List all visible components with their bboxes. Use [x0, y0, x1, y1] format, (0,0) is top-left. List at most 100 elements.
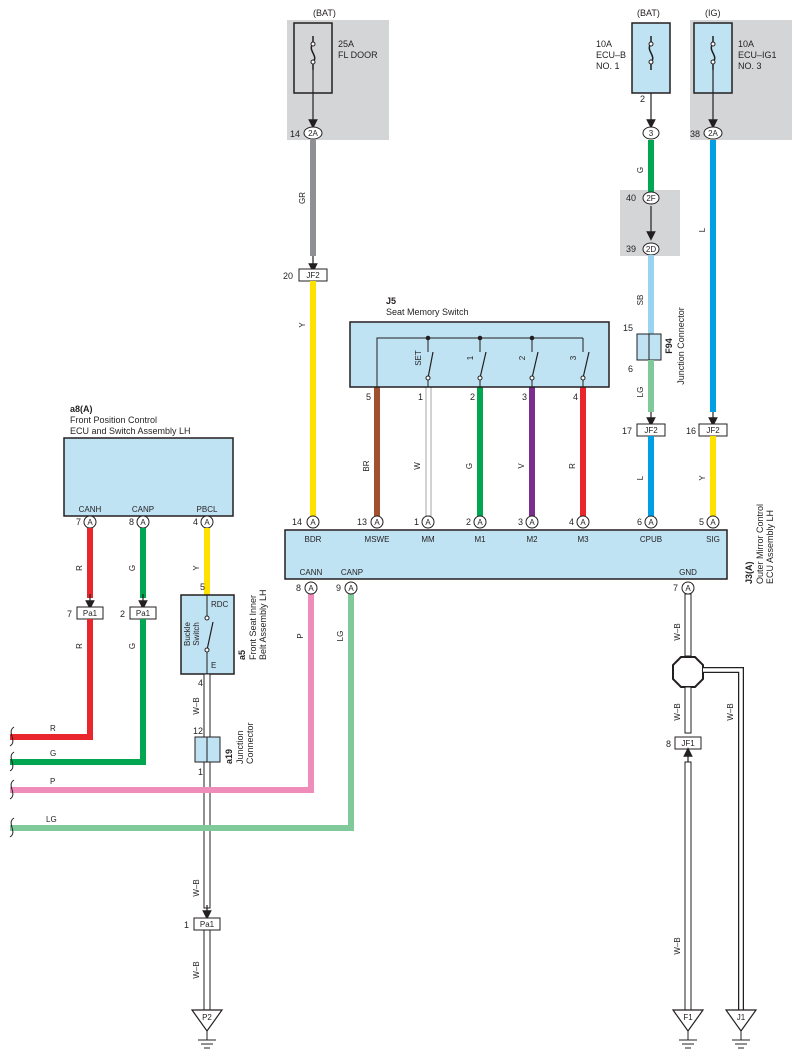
svg-text:5: 5 — [699, 517, 704, 527]
svg-text:R: R — [75, 565, 84, 571]
svg-text:8: 8 — [296, 583, 301, 593]
svg-text:Connector: Connector — [245, 722, 255, 764]
svg-text:9: 9 — [336, 583, 341, 593]
svg-text:SET: SET — [414, 350, 423, 366]
ground-triangle — [190, 1009, 224, 1033]
j3-code: J3(A) — [744, 561, 754, 584]
svg-text:JF2: JF2 — [706, 426, 720, 435]
j5-name: Seat Memory Switch — [386, 307, 469, 317]
a5-switch-contact — [204, 595, 214, 674]
svg-text:W–B: W–B — [673, 623, 682, 640]
wire-g-bus — [10, 619, 146, 765]
j5-switch-1 — [477, 335, 487, 387]
svg-text:1: 1 — [414, 517, 419, 527]
ground-icon — [679, 1031, 697, 1049]
svg-text:Junction Connector: Junction Connector — [676, 307, 686, 385]
ecu-b-source-label: (BAT) — [637, 8, 660, 18]
a8-code: a8(A) — [70, 404, 93, 414]
j3-terminal-mswe: A 13 MSWE — [357, 515, 390, 544]
j3-terminal-sig: A 5 SIG — [699, 515, 720, 544]
ground-icon — [198, 1031, 216, 1049]
svg-text:a5: a5 — [237, 650, 247, 660]
svg-text:1: 1 — [466, 355, 475, 360]
svg-text:6: 6 — [637, 517, 642, 527]
wire-lg-canp — [10, 594, 354, 831]
svg-text:G: G — [50, 749, 56, 758]
ecu-b-name2: NO. 1 — [596, 61, 620, 71]
continuation-icon — [9, 726, 15, 838]
svg-text:PBCL: PBCL — [197, 505, 218, 514]
svg-text:13: 13 — [357, 517, 367, 527]
wire-wb-ground-f1 — [684, 761, 692, 1011]
svg-text:A: A — [648, 518, 654, 527]
svg-text:P: P — [296, 633, 305, 638]
svg-text:a19: a19 — [224, 749, 234, 764]
svg-text:3: 3 — [522, 392, 527, 402]
svg-text:3: 3 — [518, 517, 523, 527]
svg-text:R: R — [568, 463, 577, 469]
svg-text:4: 4 — [198, 678, 203, 688]
svg-text:BDR: BDR — [305, 535, 322, 544]
svg-text:2A: 2A — [708, 129, 718, 138]
j3-ecu-box — [284, 529, 728, 580]
svg-text:CANH: CANH — [79, 505, 102, 514]
connector-oval — [303, 126, 323, 140]
ground-triangle — [724, 1009, 758, 1033]
svg-text:M2: M2 — [526, 535, 538, 544]
svg-text:W–B: W–B — [192, 961, 201, 978]
wire-p-cann — [10, 594, 314, 793]
j5-switch-set — [425, 335, 434, 387]
connector-oval — [703, 126, 723, 140]
j3-terminal-canp: CANP A 9 — [336, 568, 363, 595]
a8-name2: ECU and Switch Assembly LH — [70, 426, 191, 436]
wire-wb-ground-p2 — [203, 929, 211, 1011]
svg-text:A: A — [477, 518, 483, 527]
svg-text:8: 8 — [129, 517, 134, 527]
svg-text:5: 5 — [366, 392, 371, 402]
svg-text:CANP: CANP — [341, 568, 363, 577]
svg-text:39: 39 — [626, 244, 636, 254]
svg-text:R: R — [75, 643, 84, 649]
svg-text:P2: P2 — [202, 1013, 212, 1022]
svg-text:4: 4 — [573, 392, 578, 402]
splice-point — [672, 656, 704, 688]
wire-wb-a19 — [203, 761, 211, 909]
fl-door-name: FL DOOR — [338, 50, 378, 60]
fl-door-source-label: (BAT) — [313, 8, 336, 18]
svg-text:L: L — [698, 227, 707, 232]
ecu-ig1-pin: 38 — [690, 129, 700, 139]
svg-text:2: 2 — [120, 609, 125, 619]
svg-text:F1: F1 — [683, 1013, 693, 1022]
svg-text:GND: GND — [679, 568, 697, 577]
svg-text:SIG: SIG — [706, 535, 720, 544]
j3-terminal-cann: CANN A 8 — [296, 568, 323, 595]
svg-text:P: P — [50, 777, 55, 786]
svg-text:A: A — [204, 518, 210, 527]
svg-text:V: V — [517, 463, 526, 469]
svg-text:Belt Assembly LH: Belt Assembly LH — [258, 589, 268, 660]
j3-terminal-m1: A 2 M1 — [466, 515, 487, 544]
svg-text:16: 16 — [686, 426, 696, 436]
j3-terminal-m3: A 4 M3 — [569, 515, 590, 544]
wire-wb-j1 — [703, 667, 744, 1010]
connector-oval — [642, 126, 660, 140]
svg-text:2F: 2F — [646, 194, 655, 203]
svg-text:1: 1 — [198, 767, 203, 777]
svg-text:12: 12 — [193, 726, 203, 736]
ecu-b-rating: 10A — [596, 39, 612, 49]
svg-text:14: 14 — [292, 517, 302, 527]
svg-text:A: A — [710, 518, 716, 527]
ecu-ig1-name2: NO. 3 — [738, 61, 762, 71]
ecu-ig1-name1: ECU–IG1 — [738, 50, 777, 60]
svg-text:MSWE: MSWE — [365, 535, 390, 544]
svg-text:CANP: CANP — [132, 505, 154, 514]
svg-text:JF2: JF2 — [644, 426, 658, 435]
svg-text:7: 7 — [673, 583, 678, 593]
j3-terminal-m2: A 3 M2 — [518, 515, 539, 544]
svg-text:LG: LG — [636, 387, 645, 398]
fl-door-pin: 14 — [290, 129, 300, 139]
svg-text:2D: 2D — [646, 245, 656, 254]
svg-text:Pa1: Pa1 — [200, 920, 215, 929]
svg-text:Buckle: Buckle — [183, 621, 192, 646]
